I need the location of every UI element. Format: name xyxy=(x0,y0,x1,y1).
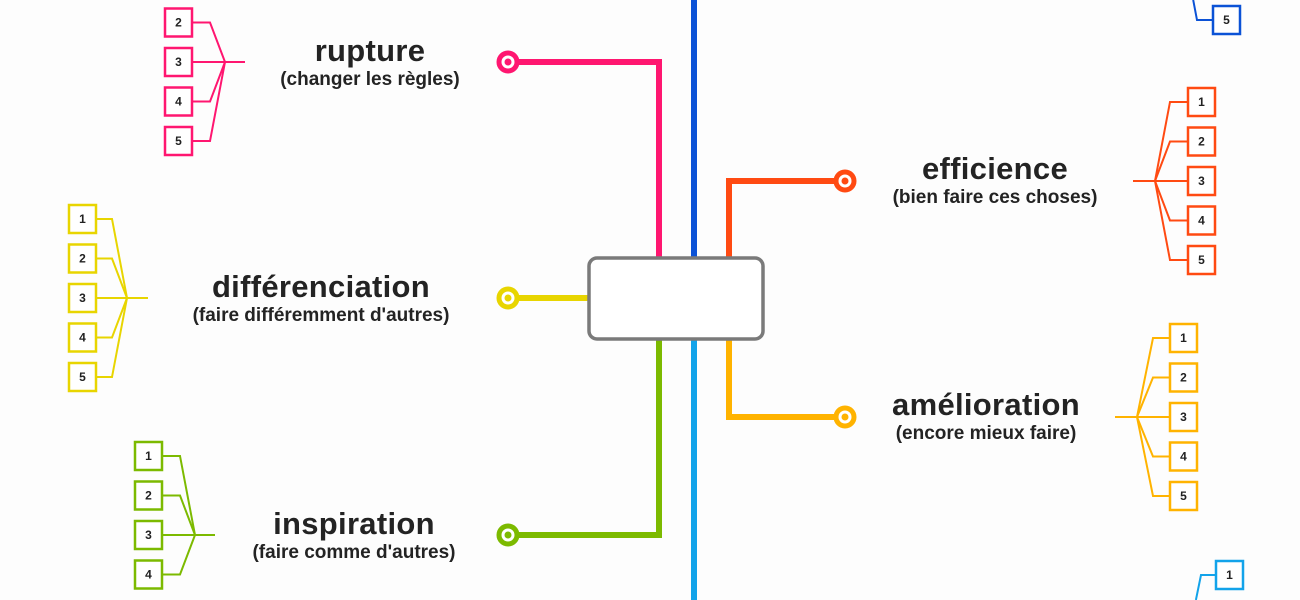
leaf-connector xyxy=(1154,101,1188,182)
branch-connector-rupture xyxy=(516,59,662,258)
leaf-box xyxy=(1168,401,1199,433)
leaf-number: 5 xyxy=(1223,13,1230,27)
leaf-box xyxy=(67,322,98,353)
leaf-box xyxy=(1168,362,1199,393)
branch-node-dot xyxy=(504,58,512,66)
branch-connector-efficience xyxy=(726,178,837,258)
leaf-number: 3 xyxy=(1180,410,1187,424)
leaf-number: 5 xyxy=(79,370,86,384)
leaf-connector xyxy=(1194,574,1216,600)
leaf-connector xyxy=(96,218,128,299)
branch-label-efficience: efficience (bien faire ces choses) xyxy=(893,152,1098,210)
leaf-number: 3 xyxy=(1198,174,1205,188)
branch-connector-amelioration xyxy=(726,339,837,420)
leaf-connector xyxy=(192,61,226,103)
leaf-box xyxy=(163,86,194,117)
branch-label-amelioration: amélioration (encore mieux faire) xyxy=(892,388,1080,446)
leaf-number: 4 xyxy=(145,568,152,582)
branch-subtitle: (bien faire ces choses) xyxy=(892,187,1098,208)
leaf-number: 5 xyxy=(175,134,182,148)
branch-node-dot xyxy=(841,413,849,421)
leaf-connector xyxy=(1192,0,1213,21)
leaf-box xyxy=(1186,126,1217,157)
leaf-number: 3 xyxy=(175,55,182,69)
branch-title: inspiration xyxy=(273,506,435,541)
leaf-box xyxy=(133,519,164,551)
leaf-number: 1 xyxy=(145,449,152,463)
leaf-connector xyxy=(162,534,196,576)
leaf-box xyxy=(1186,205,1217,236)
leaf-number: 5 xyxy=(1198,253,1205,267)
leaf-number: 3 xyxy=(145,528,152,542)
branch-node-dot xyxy=(504,294,512,302)
leaf-box xyxy=(67,361,98,393)
branch-subtitle: (encore mieux faire) xyxy=(895,423,1077,444)
leaf-number: 1 xyxy=(1180,331,1187,345)
leaf-connector xyxy=(1154,180,1188,222)
leaf-box xyxy=(1168,322,1199,354)
central-node-box xyxy=(587,256,765,341)
branch-title: différenciation xyxy=(211,269,431,304)
branch-subtitle: (faire comme d'autres) xyxy=(252,542,456,563)
leaf-box xyxy=(1211,4,1242,36)
leaf-connector xyxy=(96,297,128,378)
leaf-box xyxy=(1186,244,1217,276)
leaf-connector xyxy=(192,61,226,142)
leaf-box xyxy=(163,125,194,157)
leaf-number: 1 xyxy=(79,212,86,226)
leaf-number: 4 xyxy=(1180,450,1187,464)
leaf-box xyxy=(163,46,194,78)
branch-label-differenciation: différenciation (faire différemment d'au… xyxy=(193,270,450,328)
leaf-box xyxy=(67,243,98,274)
branch-label-inspiration: inspiration (faire comme d'autres) xyxy=(252,507,455,565)
leaf-number: 2 xyxy=(175,16,182,30)
leaf-number: 2 xyxy=(1198,135,1205,149)
leaf-number: 4 xyxy=(79,331,86,345)
leaf-number: 2 xyxy=(145,489,152,503)
leaf-connector xyxy=(96,297,128,339)
leaf-box xyxy=(1186,86,1217,118)
branch-subtitle: (changer les règles) xyxy=(280,69,460,90)
leaf-number: 4 xyxy=(175,95,182,109)
leaf-box xyxy=(67,203,98,235)
leaf-connector xyxy=(162,455,196,536)
leaf-number: 2 xyxy=(79,252,86,266)
leaf-box xyxy=(1168,441,1199,472)
leaf-box xyxy=(1186,165,1217,197)
branch-connector-inspiration xyxy=(516,339,662,538)
leaf-box xyxy=(133,440,164,472)
leaf-number: 1 xyxy=(1198,95,1205,109)
leaf-number: 2 xyxy=(1180,371,1187,385)
branch-subtitle: (faire différemment d'autres) xyxy=(192,305,450,326)
leaf-connector xyxy=(1136,337,1170,418)
leaf-connector xyxy=(1154,140,1188,182)
leaf-box xyxy=(1168,480,1199,512)
leaf-number: 5 xyxy=(1180,489,1187,503)
leaf-connector xyxy=(192,21,226,63)
branch-label-rupture: rupture (changer les règles) xyxy=(280,34,460,92)
leaf-box xyxy=(1214,559,1245,591)
leaf-connector xyxy=(1136,416,1170,497)
leaf-connector xyxy=(1136,376,1170,418)
leaf-connector xyxy=(96,257,128,299)
leaf-connector xyxy=(1154,180,1188,261)
branch-node-dot xyxy=(841,177,849,185)
leaf-number: 1 xyxy=(1226,568,1233,582)
leaf-box xyxy=(163,7,194,38)
leaf-number: 3 xyxy=(79,291,86,305)
branch-title: amélioration xyxy=(892,387,1080,422)
branch-node-dot xyxy=(504,531,512,539)
leaf-box xyxy=(133,480,164,511)
leaf-box xyxy=(67,282,98,314)
branch-title: rupture xyxy=(314,33,426,68)
leaf-connector xyxy=(1136,416,1170,458)
leaf-connector xyxy=(162,494,196,536)
branch-title: efficience xyxy=(921,151,1068,186)
leaf-number: 4 xyxy=(1198,214,1205,228)
leaf-box xyxy=(133,559,164,590)
